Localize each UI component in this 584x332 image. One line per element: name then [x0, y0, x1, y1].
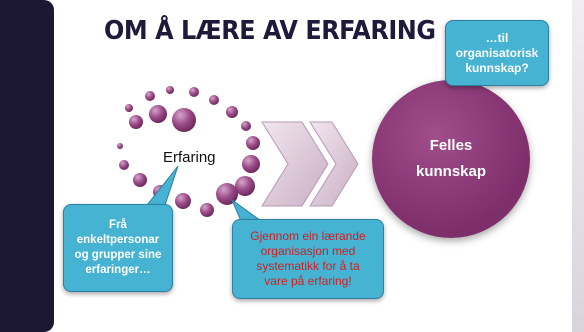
callout-line: systematikk for å ta — [256, 259, 360, 273]
callout-line: enkeltpersonar — [76, 234, 160, 246]
callout-line: erfaringer… — [85, 264, 151, 276]
arrow-chevrons — [261, 121, 359, 207]
callout-line: kunnskap? — [465, 60, 529, 75]
bubble — [175, 193, 191, 209]
bubble — [117, 143, 123, 149]
callout-line: Frå — [109, 219, 127, 231]
bubble — [145, 91, 155, 101]
slide-title: OM Å LÆRE AV ERFARING — [104, 16, 436, 46]
callout-line: Gjennom ein lærande — [250, 229, 366, 243]
spiral-bubbles — [117, 86, 260, 217]
bubble — [246, 136, 260, 150]
bubble — [149, 105, 167, 123]
shared-knowledge-circle: Felles kunnskap — [372, 80, 530, 238]
bubble — [242, 155, 260, 173]
right-edge-band — [572, 0, 584, 332]
callout-line: organisatorisk — [455, 45, 539, 60]
left-sidebar-band — [0, 0, 54, 332]
bubble — [216, 183, 238, 205]
bubble — [166, 86, 174, 94]
bubble — [125, 104, 133, 112]
callout-individuals-groups: Frå enkeltpersonar og grupper sine erfar… — [63, 204, 173, 292]
circle-text-line: Felles — [429, 137, 473, 154]
bubble — [129, 115, 143, 129]
chevron-shape — [309, 121, 359, 207]
circle-text-line: kunnskap — [415, 163, 487, 180]
bubble — [172, 108, 196, 132]
bubble — [200, 203, 214, 217]
callout-line: …til — [485, 30, 509, 45]
experience-label: Erfaring — [163, 149, 216, 166]
bubble — [119, 160, 129, 170]
callout-organizational-knowledge: …til organisatorisk kunnskap? — [445, 20, 549, 86]
callout-line: organisasjon med — [260, 244, 356, 258]
chevron-shape — [261, 121, 329, 207]
callout-learning-organization: Gjennom ein lærande organisasjon med sys… — [232, 219, 384, 299]
bubble — [235, 176, 255, 196]
bubble — [189, 87, 199, 97]
bubble — [226, 106, 238, 118]
bubble — [133, 173, 147, 187]
callout-line: og grupper sine — [74, 249, 162, 261]
bubble — [241, 121, 251, 131]
bubble — [209, 95, 219, 105]
callout-line: vare på erfaring! — [264, 274, 352, 288]
